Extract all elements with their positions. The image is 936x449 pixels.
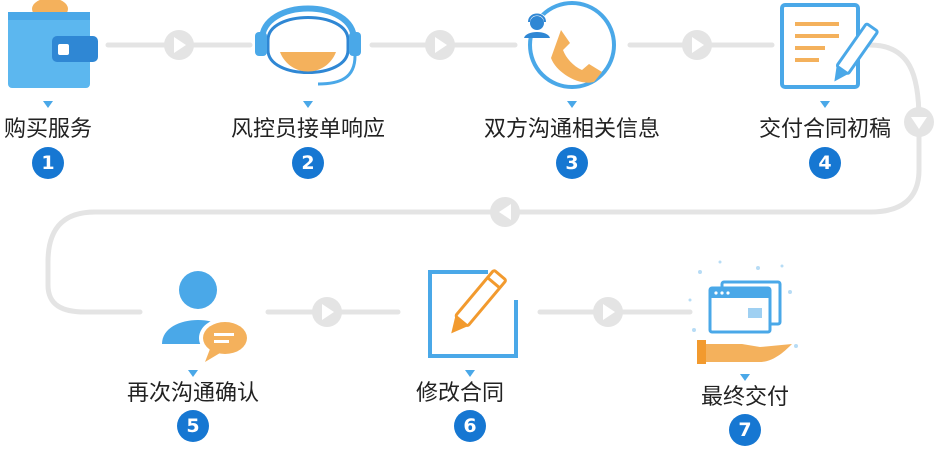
step-label-3: 双方沟通相关信息 — [483, 117, 661, 142]
arrow-right-icon — [164, 30, 194, 60]
step-label-7: 最终交付 — [700, 385, 790, 410]
arrow-down-icon — [904, 107, 934, 137]
arrow-right-icon — [593, 297, 623, 327]
arrow-left-icon — [490, 197, 520, 227]
headset-icon — [255, 5, 361, 86]
step-badge-1: 1 — [32, 147, 64, 179]
step-badge-4: 4 — [809, 147, 841, 179]
phone-icon — [524, 1, 616, 89]
arrow-right-icon — [312, 297, 342, 327]
step-label-5: 再次沟通确认 — [126, 381, 260, 406]
step-marker-7 — [740, 374, 750, 381]
hand-card-icon — [688, 260, 798, 364]
step-marker-5 — [188, 370, 198, 377]
wallet-icon — [8, 0, 98, 88]
step-label-2: 风控员接单响应 — [230, 117, 386, 142]
arrow-right-icon — [425, 30, 455, 60]
step-badge-5: 5 — [177, 410, 209, 442]
step-marker-3 — [567, 101, 577, 108]
step-badge-6: 6 — [454, 410, 486, 442]
step-label-1: 购买服务 — [3, 117, 93, 142]
step-badge-2: 2 — [292, 147, 324, 179]
user-chat-icon — [162, 271, 251, 362]
step-label-4: 交付合同初稿 — [758, 117, 892, 142]
step-badge-3: 3 — [556, 147, 588, 179]
track-return-loop — [45, 42, 922, 315]
document-pen-icon — [780, 3, 879, 89]
arrow-right-icon — [682, 30, 712, 60]
step-marker-1 — [43, 101, 53, 108]
step-marker-2 — [303, 101, 313, 108]
step-badge-7: 7 — [729, 414, 761, 446]
step-label-6: 修改合同 — [415, 381, 505, 406]
flow-arrows — [164, 30, 934, 327]
step-marker-4 — [820, 101, 830, 108]
step-marker-6 — [465, 370, 475, 377]
edit-icon — [428, 269, 518, 358]
